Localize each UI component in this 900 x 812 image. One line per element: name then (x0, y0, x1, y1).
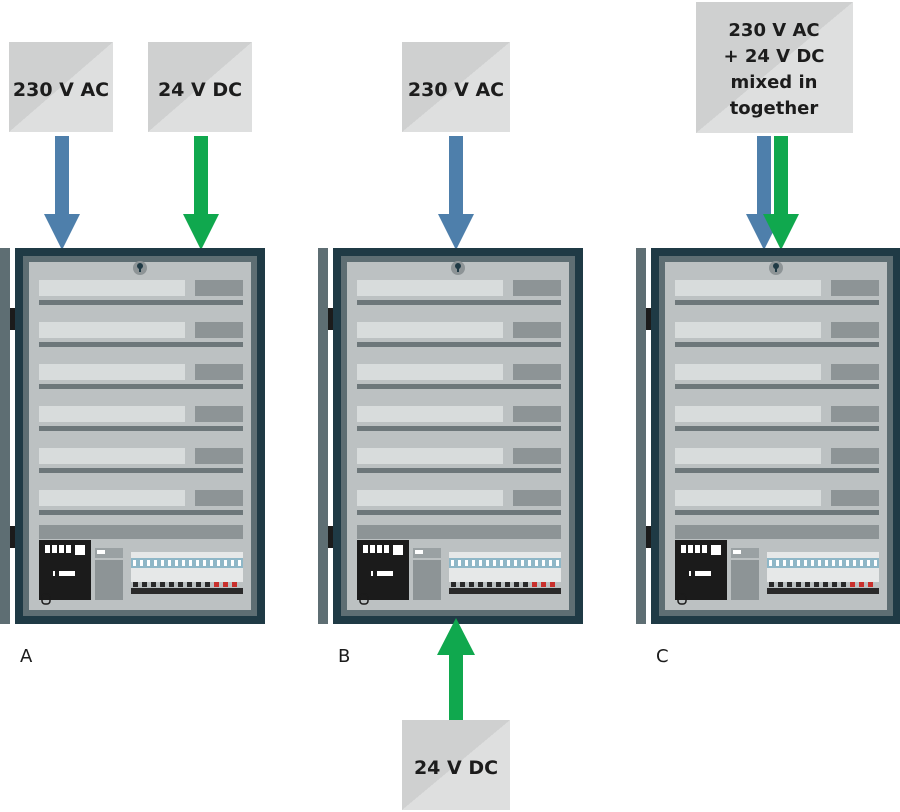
panel-label-c: C (656, 646, 669, 667)
source-label-b-ac: 230 V AC (408, 79, 504, 101)
source-box-b-ac: 230 V AC (402, 42, 510, 132)
cabinet-a (15, 248, 265, 624)
panel-a: 230 V AC 24 V DC A (0, 42, 265, 667)
cabinet-c (651, 248, 900, 624)
cabinet-door-c (636, 248, 652, 624)
dc-arrow-b (437, 618, 475, 721)
panel-c: 230 V AC + 24 V DC mixed in together C (636, 2, 900, 667)
source-label-a-ac: 230 V AC (13, 79, 109, 101)
ac-arrow-b (438, 136, 474, 250)
source-box-c-mixed: 230 V AC + 24 V DC mixed in together (696, 2, 853, 133)
cabinet-door-a (0, 248, 16, 624)
ac-arrow-a (44, 136, 80, 250)
source-label-c-line2: + 24 V DC (723, 46, 824, 67)
dc-arrow-a (183, 136, 219, 250)
source-label-c-line1: 230 V AC (728, 20, 819, 41)
cabinet-door-b (318, 248, 334, 624)
source-box-a-dc: 24 V DC (148, 42, 252, 132)
dc-arrow-c (763, 136, 799, 250)
source-label-c-line3: mixed in (731, 72, 818, 93)
panel-label-b: B (338, 646, 350, 667)
panel-label-a: A (20, 646, 33, 667)
source-box-a-ac: 230 V AC (9, 42, 113, 132)
source-box-b-dc: 24 V DC (402, 720, 510, 810)
source-label-a-dc: 24 V DC (158, 79, 242, 101)
panel-b: 230 V AC 24 V DC B (318, 42, 583, 810)
source-label-c-line4: together (730, 98, 819, 119)
source-label-b-dc: 24 V DC (414, 757, 498, 779)
cabinet-b (333, 248, 583, 624)
